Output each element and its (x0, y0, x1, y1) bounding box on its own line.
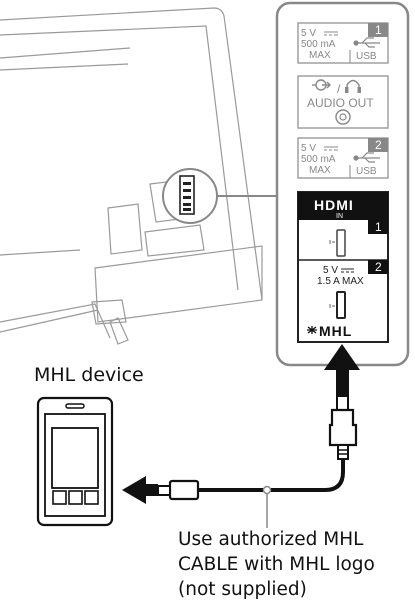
connect-arrow-left (122, 476, 158, 504)
audio-out-port: / AUDIO OUT (297, 75, 389, 129)
tv-rear-outline (0, 7, 263, 345)
audio-jack (335, 109, 351, 125)
usb-trident-icon (353, 152, 380, 163)
hdmi1-port-icon (329, 229, 346, 257)
usb2-spec-mid: 500 mA (301, 154, 336, 165)
hdmi-in-label: IN (336, 213, 343, 220)
hdmi2-port-icon (329, 291, 346, 319)
usb2-number: 2 (375, 138, 382, 152)
usb-trident-icon (353, 37, 380, 48)
cable-caption-line-1: Use authorized MHL (178, 529, 364, 550)
hdmi2-number: 2 (375, 260, 382, 274)
cable-caption-line-3: (not supplied) (178, 579, 307, 600)
hdmi2-spec-top: 5 V (323, 265, 338, 276)
headphone-out-icon (312, 79, 361, 93)
usb2-spec-bot: MAX (309, 165, 331, 176)
mhl-cable (198, 459, 345, 492)
usb1-spec-mid: 500 mA (301, 39, 336, 50)
usb1-spec-bot: MAX (309, 50, 331, 61)
audio-out-label: AUDIO OUT (307, 96, 374, 110)
caption-leader (262, 485, 272, 528)
cable-caption: Use authorized MHL CABLE with MHL logo (… (178, 527, 375, 602)
usb2-label: USB (356, 166, 377, 177)
mhl-logo: MHL (307, 323, 352, 339)
mhl-device (36, 396, 114, 527)
usb1-number: 1 (375, 23, 382, 37)
usb1-label: USB (356, 51, 377, 62)
hdmi1-number: 1 (375, 220, 382, 234)
hdmi-plug (328, 395, 358, 460)
hdmi-in-block: HDMI IN 1 2 5 V 1.5 A MAX MHL (297, 191, 389, 343)
cable-caption-line-2: CABLE with MHL logo (178, 554, 375, 575)
terminal-zoom-circle (162, 168, 218, 224)
hdmi2-spec-bot: 1.5 A MAX (317, 276, 364, 287)
micro-usb-plug (157, 479, 200, 501)
usb2-spec-top: 5 V (301, 143, 316, 154)
connect-arrow-up (324, 344, 360, 395)
usb-port-2: 2 5 V 500 mA MAX USB (297, 137, 389, 179)
device-label: MHL device (34, 364, 144, 386)
mhl-logo-text: MHL (319, 323, 352, 339)
audio-slash: / (337, 82, 341, 96)
usb1-spec-top: 5 V (301, 28, 316, 39)
usb-port-1: 1 5 V 500 mA MAX USB (297, 22, 389, 64)
hdmi-logo: HDMI (314, 197, 354, 213)
